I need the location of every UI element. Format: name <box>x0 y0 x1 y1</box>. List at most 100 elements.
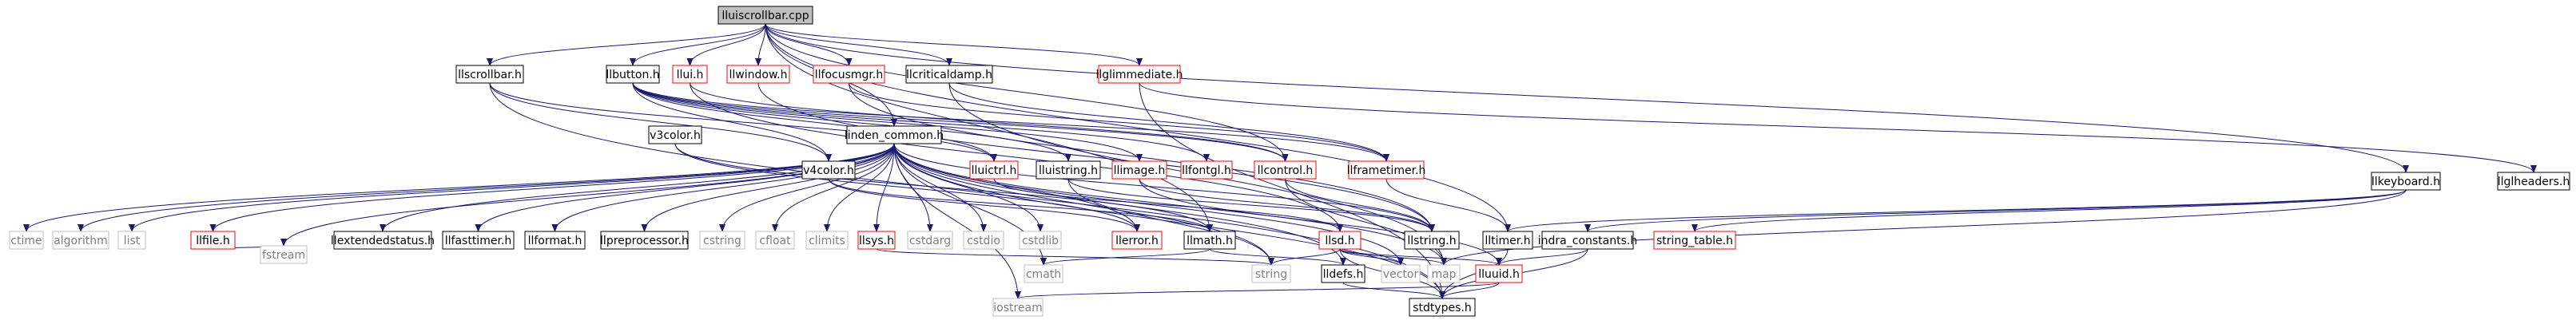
node-v3color[interactable]: v3color.h <box>648 125 702 144</box>
node-ctime: ctime <box>9 231 44 250</box>
node-indra_constants[interactable]: indra_constants.h <box>1538 231 1637 250</box>
node-llcontrol[interactable]: llcontrol.h <box>1254 160 1317 180</box>
node-box-string <box>1251 264 1291 283</box>
edge-root-to-llcontrol <box>765 23 1289 162</box>
node-box-llpreprocessor <box>600 231 689 250</box>
edge-linden_common-to-llfasttimer <box>475 143 895 232</box>
node-llerror[interactable]: llerror.h <box>1111 231 1163 250</box>
edge-llwindow-to-llstring <box>757 82 1435 232</box>
node-map: map <box>1427 264 1461 283</box>
node-label-llglimmediate: llglimmediate.h <box>1095 69 1183 81</box>
edge-root-to-llcriticaldamp <box>765 23 952 66</box>
node-label-llfile: llfile.h <box>196 235 229 247</box>
node-llimage[interactable]: llimage.h <box>1111 160 1167 180</box>
node-box-iostream <box>992 298 1044 317</box>
node-llformat[interactable]: llformat.h <box>524 231 586 250</box>
node-box-cstdarg <box>907 231 953 250</box>
node-lluistring[interactable]: lluistring.h <box>1036 160 1101 180</box>
edge-root-to-llwindow <box>755 23 766 66</box>
node-label-cstdlib: cstdlib <box>1022 235 1059 247</box>
node-llwindow[interactable]: llwindow.h <box>726 65 790 84</box>
node-box-llscrollbar <box>455 65 524 84</box>
node-box-lluictrl <box>969 160 1019 180</box>
node-llfocusmgr[interactable]: llfocusmgr.h <box>813 65 885 84</box>
node-llscrollbar[interactable]: llscrollbar.h <box>455 65 524 84</box>
node-lluuid[interactable]: lluuid.h <box>1475 264 1523 283</box>
node-label-stdtypes: stdtypes.h <box>1413 302 1472 314</box>
node-box-llglheaders <box>2497 172 2570 191</box>
node-lluictrl[interactable]: lluictrl.h <box>969 160 1019 180</box>
edge-linden_common-to-climits <box>824 143 895 232</box>
node-box-root <box>718 6 813 25</box>
edge-llcontrol-to-map <box>1285 178 1447 266</box>
node-llui[interactable]: llui.h <box>672 65 708 84</box>
edge-lldefs-to-stdtypes <box>1342 282 1445 299</box>
edge-llkeyboard-to-lltimer <box>1505 189 2407 232</box>
node-box-cfloat <box>755 231 795 250</box>
edge-root-to-llmath <box>765 23 1213 232</box>
edge-llui-to-llsd <box>690 82 1343 232</box>
node-label-llcriticaldamp: llcriticaldamp.h <box>906 69 992 81</box>
node-llcriticaldamp[interactable]: llcriticaldamp.h <box>905 65 993 84</box>
node-string_table[interactable]: string_table.h <box>1653 231 1736 250</box>
edge-llbutton-to-lluistring <box>632 82 1071 162</box>
node-lldefs[interactable]: lldefs.h <box>1321 264 1366 283</box>
node-llmath[interactable]: llmath.h <box>1183 231 1236 250</box>
node-label-llsd: llsd.h <box>1325 235 1354 247</box>
edge-lluuid-to-iostream <box>1015 282 1500 299</box>
edge-llimage-to-llstring <box>1139 178 1435 232</box>
node-llpreprocessor[interactable]: llpreprocessor.h <box>600 231 689 250</box>
node-lltimer[interactable]: lltimer.h <box>1482 231 1533 250</box>
edge-linden_common-to-cstring <box>719 143 895 232</box>
node-box-lluuid <box>1475 264 1523 283</box>
edge-llcontrol-to-llstring <box>1285 178 1435 232</box>
node-llkeyboard[interactable]: llkeyboard.h <box>2371 172 2441 191</box>
node-label-llfocusmgr: llfocusmgr.h <box>815 69 883 81</box>
node-llfontgl[interactable]: llfontgl.h <box>1180 160 1233 180</box>
node-llbutton[interactable]: llbutton.h <box>606 65 660 84</box>
edge-v4color-to-llmath <box>828 178 1213 232</box>
node-llextendedstatus[interactable]: llextendedstatus.h <box>331 231 435 250</box>
node-llfasttimer[interactable]: llfasttimer.h <box>442 231 515 250</box>
node-box-climits <box>805 231 849 250</box>
edge-llkeyboard-to-map <box>1441 189 2407 266</box>
edge-linden_common-to-iostream <box>893 143 1021 299</box>
edge-llsd-to-map <box>1339 248 1447 266</box>
node-llglimmediate[interactable]: llglimmediate.h <box>1095 65 1183 84</box>
edge-linden_common-to-fstream <box>280 143 895 247</box>
node-llstring[interactable]: llstring.h <box>1404 231 1460 250</box>
node-llframetimer[interactable]: llframetimer.h <box>1347 160 1426 180</box>
node-label-cstdarg: cstdarg <box>909 235 951 247</box>
node-v4color[interactable]: v4color.h <box>801 160 856 180</box>
node-fstream: fstream <box>260 245 308 264</box>
node-cfloat: cfloat <box>755 231 795 250</box>
node-label-llscrollbar: llscrollbar.h <box>458 69 522 81</box>
node-box-cmath <box>1024 264 1063 283</box>
node-label-llcontrol: llcontrol.h <box>1258 164 1314 177</box>
node-label-llstring: llstring.h <box>1407 235 1456 247</box>
node-label-llui: llui.h <box>677 69 704 81</box>
edge-llscrollbar-to-v4color <box>489 82 832 162</box>
node-box-llfocusmgr <box>813 65 885 84</box>
node-stdtypes[interactable]: stdtypes.h <box>1409 298 1476 317</box>
node-llsd[interactable]: llsd.h <box>1318 231 1362 250</box>
node-label-linden_common: linden_common.h <box>845 129 944 142</box>
node-cstdarg: cstdarg <box>907 231 953 250</box>
node-root[interactable]: lluiscrollbar.cpp <box>718 6 813 25</box>
edge-root-to-llkeyboard <box>765 23 2409 173</box>
edge-linden_common-to-algorithm <box>78 143 895 232</box>
node-vector: vector <box>1381 264 1421 283</box>
node-llfile[interactable]: llfile.h <box>190 231 236 250</box>
node-llsys[interactable]: llsys.h <box>857 231 896 250</box>
node-box-llformat <box>524 231 586 250</box>
node-cstdlib: cstdlib <box>1019 231 1062 250</box>
node-llglheaders[interactable]: llglheaders.h <box>2497 172 2570 191</box>
node-label-cmath: cmath <box>1026 268 1061 281</box>
edge-linden_common-to-vector <box>893 143 1404 266</box>
node-label-v3color: v3color.h <box>650 129 701 142</box>
node-box-string_table <box>1653 231 1736 250</box>
node-linden_common[interactable]: linden_common.h <box>845 125 944 144</box>
edge-llmath-to-lldefs <box>1209 248 1346 266</box>
node-box-llmath <box>1183 231 1236 250</box>
node-box-lldefs <box>1321 264 1366 283</box>
